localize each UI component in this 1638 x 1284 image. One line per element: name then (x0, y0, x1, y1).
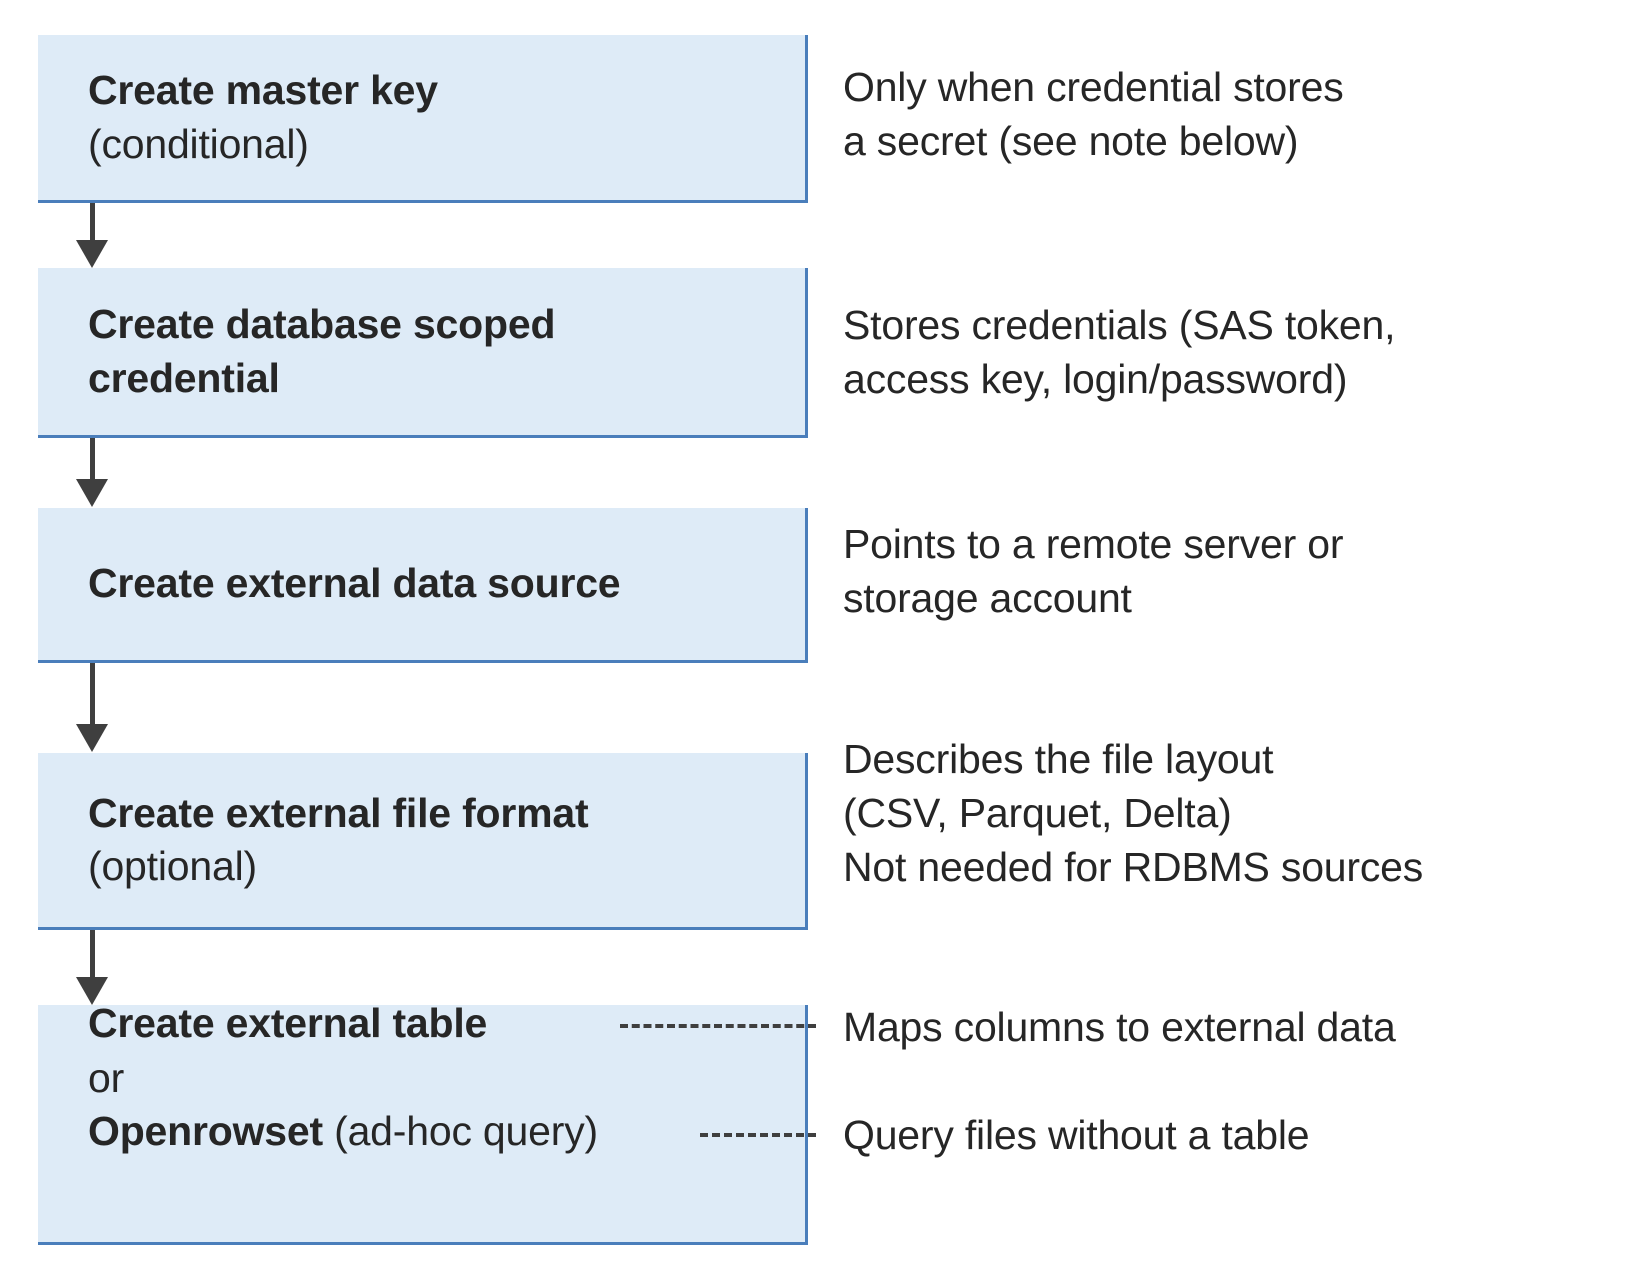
annotation-create-master-key: Only when credential stores a secret (se… (843, 64, 1344, 165)
flow-box-create-external-data-source[interactable]: Create external data source (38, 508, 808, 663)
flow-box-create-master-key[interactable]: Create master key (conditional) (38, 35, 808, 203)
final-step-row2-bold: Openrowset (88, 1108, 323, 1154)
final-step-row1-bold: Create external table (88, 1000, 488, 1046)
flow-box-text: Create database scoped credential (38, 298, 805, 405)
flow-box-subtitle: (conditional) (88, 120, 309, 167)
arrow-1 (76, 203, 108, 268)
flow-box-title: Create external file format (88, 789, 589, 836)
annotation-create-external-data-source: Points to a remote server or storage acc… (843, 521, 1344, 622)
arrow-4 (76, 930, 108, 1008)
flow-box-create-external-table-or-openrowset[interactable] (38, 1005, 808, 1245)
final-step-row2-label: Openrowset (ad-hoc query) (88, 1108, 598, 1155)
annotation-create-external-file-format: Describes the file layout (CSV, Parquet,… (843, 736, 1424, 891)
annotation-openrowset: Query files without a table (843, 1112, 1310, 1158)
flow-box-subtitle: (optional) (88, 843, 257, 889)
final-step-row2-normal: (ad-hoc query) (322, 1108, 598, 1154)
flow-box-title: Create external data source (88, 560, 621, 607)
annotation-create-database-scoped-credential: Stores credentials (SAS token, access ke… (843, 302, 1396, 403)
final-step-separator: or (88, 1055, 125, 1101)
flow-box-create-external-file-format[interactable]: Create external file format (optional) (38, 753, 808, 930)
flow-box-create-database-scoped-credential[interactable]: Create database scoped credential (38, 268, 808, 438)
arrow-2 (76, 438, 108, 508)
flow-box-title-line2: credential (88, 354, 280, 401)
arrow-3 (76, 663, 108, 753)
flow-box-title: Create database scoped (88, 301, 556, 348)
leader-line-openrowset (700, 1133, 816, 1137)
final-step-row1-label: Create external table (88, 1000, 487, 1047)
leader-line-external-table (620, 1024, 816, 1028)
annotation-create-external-table: Maps columns to external data (843, 1004, 1396, 1050)
flow-box-text: Create external file format (optional) (38, 787, 805, 894)
flow-box-text: Create master key (conditional) (38, 64, 805, 171)
flow-box-title: Create master key (88, 67, 438, 114)
flow-box-text: Create external data source (38, 557, 805, 610)
